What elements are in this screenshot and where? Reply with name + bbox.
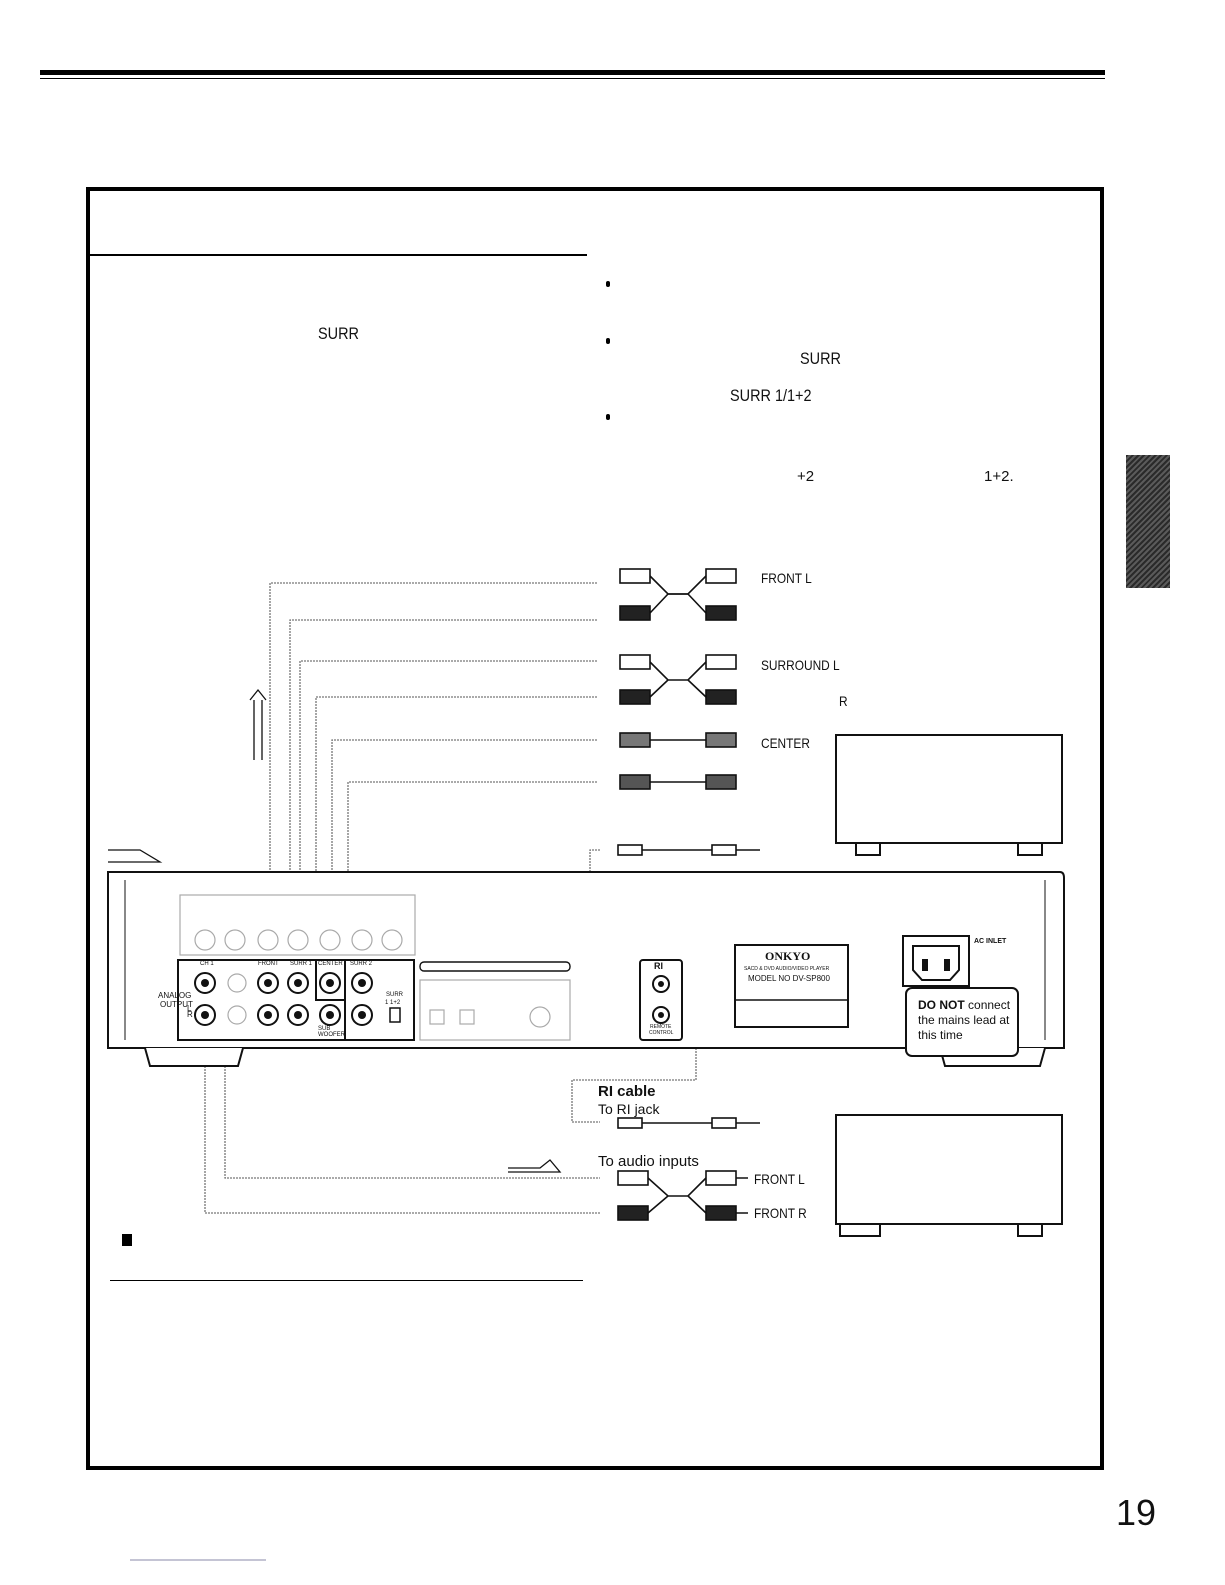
right-one-plus2-label: 1+2. — [984, 468, 1014, 485]
left-heading-rule — [90, 254, 587, 256]
remote-control-label-1: REMOTE — [650, 1024, 672, 1030]
warning-line-1: connect — [968, 998, 1011, 1012]
surr1-jack-label: SURR 1 — [290, 961, 313, 967]
ri-jack-label: To RI jack — [598, 1101, 660, 1117]
top-rule-thin — [40, 78, 1105, 79]
audio-inputs-label: To audio inputs — [598, 1153, 699, 1170]
warning-bold: DO NOT — [918, 998, 965, 1012]
section-square-icon — [122, 1234, 132, 1246]
top-rule — [40, 70, 1105, 75]
ri-cable-label: RI cable — [598, 1083, 656, 1100]
analog-output-label-1: ANALOG — [158, 991, 192, 1000]
sub-woofer-label-1: SUB — [318, 1026, 331, 1032]
ch1-label: CH 1 — [200, 961, 214, 967]
ri-jack-panel-label: RI — [654, 961, 663, 971]
surr-switch-values: 1 1+2 — [385, 1000, 401, 1006]
section-tab — [1126, 455, 1170, 588]
label-surround-l: SURROUND L — [761, 657, 840, 673]
onkyo-brand: ONKYO — [765, 949, 811, 963]
onkyo-model: MODEL NO DV-SP800 — [748, 974, 830, 983]
label-center: CENTER — [761, 735, 810, 751]
bullet — [606, 338, 610, 344]
label-surround-r: R — [839, 693, 848, 709]
analog-output-label-2: OUTPUT — [160, 1000, 193, 1009]
content-frame — [86, 187, 1104, 1470]
mains-warning: DO NOT connect the mains lead at this ti… — [918, 998, 1018, 1043]
surr-switch-label: SURR — [386, 992, 404, 998]
ac-inlet-label: AC INLET — [974, 938, 1007, 945]
jack-l-label: L — [187, 1004, 192, 1013]
left-surr-label: SURR — [318, 324, 359, 343]
label-front-l: FRONT L — [761, 570, 812, 586]
jack-r-label: R — [187, 1010, 193, 1019]
label-bottom-front-r: FRONT R — [754, 1205, 807, 1221]
right-surr-switch-label: SURR 1/1+2 — [730, 386, 812, 405]
sub-woofer-label-2: WOOFER — [318, 1032, 345, 1038]
right-plus2-label: +2 — [797, 468, 815, 485]
bullet — [606, 281, 610, 287]
warning-line-3: this time — [918, 1028, 963, 1042]
onkyo-subtitle: SACD & DVD AUDIO/VIDEO PLAYER — [744, 966, 830, 972]
right-surr-label: SURR — [800, 349, 841, 368]
bullet — [606, 414, 610, 420]
warning-line-2: the mains lead at — [918, 1013, 1010, 1027]
surr2-jack-label: SURR 2 — [350, 961, 373, 967]
front-jack-label: FRONT — [258, 961, 279, 967]
remote-control-label-2: CONTROL — [649, 1030, 674, 1036]
page-number: 19 — [1116, 1492, 1157, 1533]
lower-left-rule — [110, 1280, 583, 1281]
center-jack-label: CENTER — [318, 961, 343, 967]
label-bottom-front-l: FRONT L — [754, 1171, 805, 1187]
